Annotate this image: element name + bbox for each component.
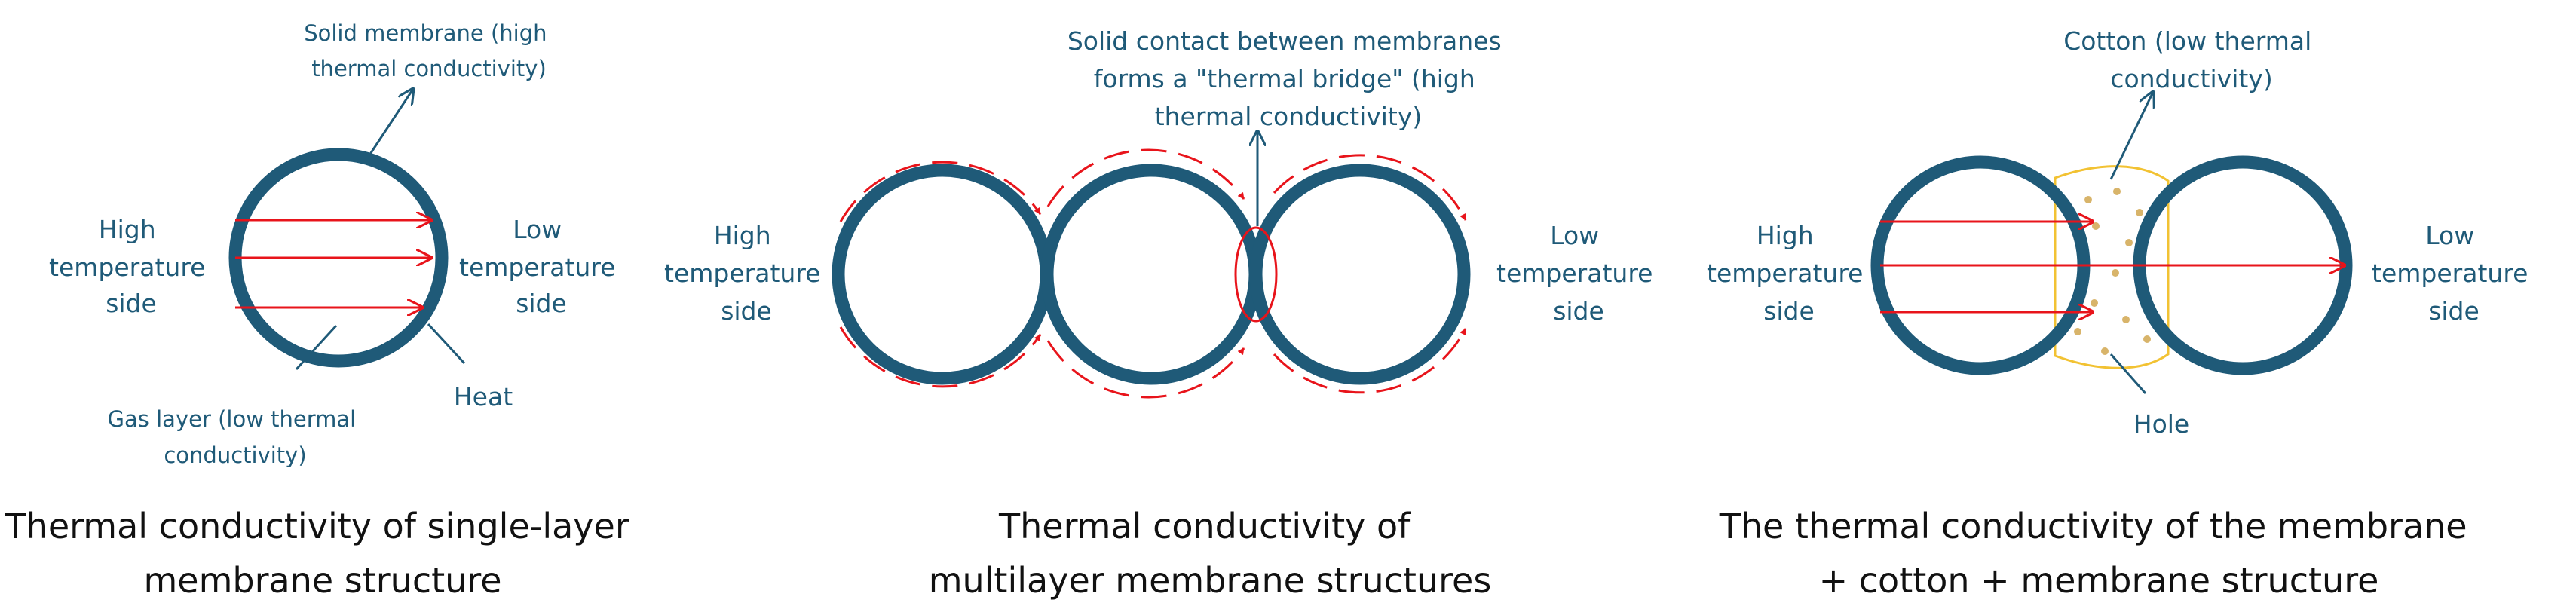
panel-single-layer: Solid membrane (high thermal conductivit… (5, 20, 641, 601)
membrane-ring-3 (1249, 164, 1471, 385)
low-temperature-label: Low temperature side (459, 215, 623, 318)
hole-leader (2109, 353, 2147, 394)
gas-layer-leader (295, 324, 338, 371)
heat-label: Heat (454, 382, 513, 412)
heat-arrows (235, 220, 431, 308)
cotton-label: Cotton (low thermal conductivity) (2063, 26, 2320, 93)
cotton-region (2054, 165, 2170, 369)
high-temperature-label: High temperature side (664, 221, 829, 326)
panel-caption: Thermal conductivity of single-layer mem… (5, 506, 641, 601)
membrane-ring-1 (832, 164, 1053, 385)
low-temperature-label: Low temperature side (1496, 221, 1661, 326)
heat-leader (427, 323, 466, 365)
high-temperature-label: High temperature side (49, 215, 213, 318)
panel-membrane-cotton: Cotton (low thermal conductivity) High t… (1707, 26, 2536, 601)
thermal-bridge-outline (1234, 226, 1278, 323)
membrane-ring-2 (1040, 164, 1262, 385)
solid-membrane-leader (365, 89, 413, 161)
gas-layer-label: Gas layer (low thermal conductivity) (108, 406, 363, 468)
heat-arrows (1880, 222, 2345, 312)
panel-caption: Thermal conductivity of multilayer membr… (929, 506, 1492, 601)
heat-flow-arcs (839, 148, 1467, 399)
low-temperature-label: Low temperature side (2372, 221, 2536, 326)
bridge-label: Solid contact between membranes forms a … (1067, 26, 1509, 131)
solid-membrane-label: Solid membrane (high thermal conductivit… (304, 20, 554, 81)
panel-multilayer: Solid contact between membranes forms a … (664, 26, 1661, 601)
cotton-leader (2109, 92, 2153, 180)
high-temperature-label: High temperature side (1707, 221, 1871, 326)
panel-caption: The thermal conductivity of the membrane… (1719, 506, 2478, 601)
hole-label: Hole (2133, 409, 2189, 439)
